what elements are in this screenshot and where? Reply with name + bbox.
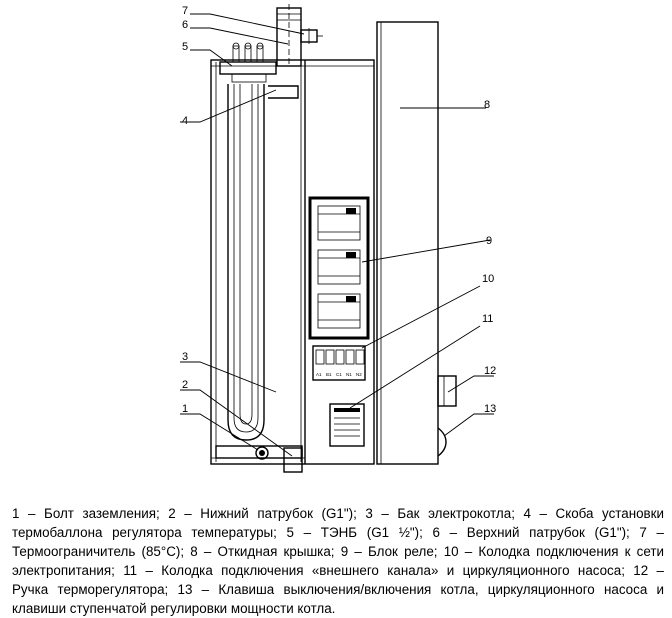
callout-8: 8 (484, 99, 490, 111)
power-terminal-slots (315, 349, 365, 365)
terminal-label-b1: B1 (326, 372, 332, 377)
caption-line-5: Ручка терморегулятора; 13 – Клавиша выкл… (12, 582, 664, 597)
callout-12: 12 (484, 365, 496, 377)
heater-tube-outer (227, 84, 265, 441)
boiler-diagram: A1 B1 C1 N1 N2 7 6 5 4 8 9 10 11 (180, 4, 496, 473)
relay-block-frame (308, 196, 370, 340)
relay-3 (317, 293, 361, 329)
thermo-bracket (268, 85, 299, 99)
heater-terminal-cap-2 (244, 42, 252, 50)
callout-7: 7 (182, 5, 188, 17)
callout-13: 13 (484, 403, 496, 415)
heater-terminal-1 (232, 45, 240, 63)
caption-line-2: термобаллона регулятора температуры; 5 –… (12, 525, 664, 540)
ground-bolt-core (259, 450, 265, 456)
caption-line-1: 1 – Болт заземления; 2 – Нижний патрубок… (12, 506, 664, 521)
callout-1: 1 (182, 403, 188, 415)
caption-line-4: электропитания; 11 – Колодка подключения… (12, 563, 664, 578)
callout-11: 11 (482, 313, 493, 325)
power-terminal-block (312, 345, 366, 381)
callout-6: 6 (182, 19, 188, 31)
caption-line-3: Термоограничитель (85°C); 8 – Откидная к… (12, 544, 664, 559)
leader-lines (180, 13, 494, 457)
heater-tube-inner (239, 84, 253, 425)
heater-nut (231, 73, 267, 83)
terminal-label-n2: N2 (356, 372, 362, 377)
relay-1 (317, 205, 361, 241)
callout-10: 10 (482, 273, 494, 285)
terminal-label-c1: C1 (336, 372, 342, 377)
heater-terminal-2 (244, 45, 252, 63)
callout-3: 3 (182, 351, 188, 363)
heater-terminal-cap-1 (232, 42, 240, 50)
diagram-caption: 1 – Болт заземления; 2 – Нижний патрубок… (12, 504, 664, 618)
external-terminal-slots (334, 408, 360, 437)
boiler-housing (210, 59, 375, 465)
relay-2 (317, 249, 361, 285)
external-terminal-block (329, 403, 365, 447)
terminal-label-n1: N1 (346, 372, 352, 377)
callout-4: 4 (182, 115, 188, 127)
lower-pipe (283, 447, 303, 473)
ground-bolt (255, 446, 269, 460)
switch-key (437, 427, 447, 457)
hinged-cover (376, 21, 439, 465)
thermostat-knob (437, 375, 457, 407)
heater-tube-middle (233, 84, 259, 433)
callout-9: 9 (486, 235, 492, 247)
heater-terminal-cap-3 (256, 42, 264, 50)
terminal-label-a1: A1 (316, 372, 322, 377)
callout-5: 5 (182, 41, 188, 53)
caption-line-6: клавиши ступенчатой регулировки мощности… (12, 601, 336, 616)
callout-2: 2 (182, 379, 188, 391)
heater-terminal-3 (256, 45, 264, 63)
